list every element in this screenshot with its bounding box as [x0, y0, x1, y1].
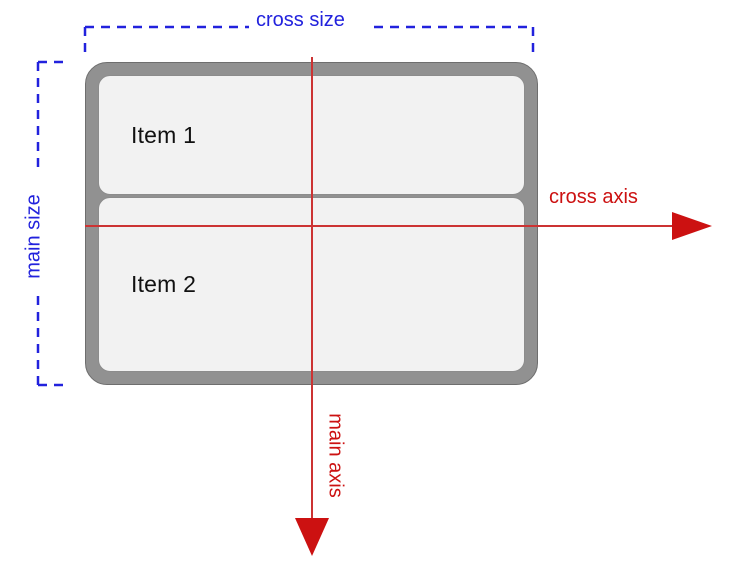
main-axis-label: main axis: [324, 413, 347, 498]
cross-size-label: cross size: [256, 9, 345, 31]
main-size-label: main size: [22, 194, 45, 279]
cross-axis-label: cross axis: [549, 186, 638, 208]
flex-container: Item 1 Item 2: [85, 62, 538, 385]
flex-item-1: Item 1: [98, 75, 525, 195]
flex-item-1-label: Item 1: [131, 121, 197, 148]
flex-item-2-label: Item 2: [131, 271, 197, 297]
flex-item-2: Item 2: [98, 197, 525, 372]
